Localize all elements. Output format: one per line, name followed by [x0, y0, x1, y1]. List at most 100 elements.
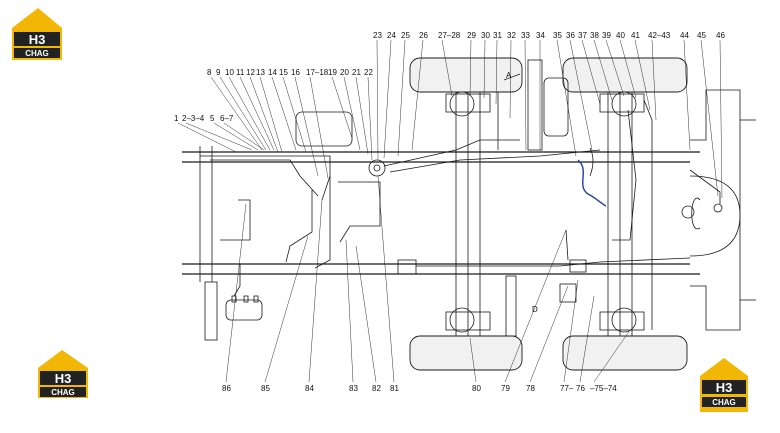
- callout-label: 24: [387, 31, 396, 40]
- leader-line: [223, 122, 265, 151]
- leader-line: [331, 76, 353, 139]
- air-tank-small: [225, 299, 263, 321]
- leader-line: [529, 285, 569, 383]
- leader-line: [343, 76, 361, 151]
- callout-label: 45: [697, 31, 706, 40]
- callout-label: 6–7: [220, 114, 234, 123]
- leader-line: [185, 122, 253, 151]
- leader-line: [619, 39, 637, 99]
- callout-label: 83: [349, 384, 358, 393]
- leader-line: [228, 76, 271, 151]
- relay-valve-a: [397, 259, 417, 275]
- brake-chamber-1a: [449, 91, 475, 117]
- relay-valve-b: [569, 259, 587, 273]
- tire-axle-2-top: [562, 57, 688, 93]
- callout-label: 12: [246, 68, 255, 77]
- callout-label: 14: [268, 68, 277, 77]
- line-trailer: [689, 169, 721, 204]
- callout-label: 85: [261, 384, 270, 393]
- callout-label: 78: [526, 384, 535, 393]
- callout-label: 9: [216, 68, 221, 77]
- logo-word: CHAG: [712, 398, 736, 407]
- callout-label: 86: [222, 384, 231, 393]
- line-front-1: [200, 155, 331, 201]
- line-rear-right: [643, 99, 653, 330]
- logo-mark: H3: [716, 380, 733, 395]
- hose-blue: [577, 159, 607, 207]
- callout-label: 41: [631, 31, 640, 40]
- tank-fitting-b: [243, 295, 249, 303]
- callout-label: 8: [207, 68, 212, 77]
- callout-label: 82: [372, 384, 381, 393]
- leader-line: [177, 122, 237, 153]
- logo-word-bg: [14, 48, 60, 58]
- callout-label: 22: [364, 68, 373, 77]
- callout-label: 34: [536, 31, 545, 40]
- line-valve-loop: [338, 181, 381, 243]
- leader-line: [483, 39, 486, 99]
- callout-label: 44: [680, 31, 689, 40]
- line-front-bracket: [220, 199, 251, 241]
- line-hose-end: [589, 147, 594, 177]
- line-to-axle-2: [389, 149, 601, 173]
- leader-line: [397, 39, 406, 157]
- logo-word-bg: [702, 397, 746, 407]
- callout-label: 77–: [560, 384, 574, 393]
- logo-word: CHAG: [51, 388, 75, 397]
- logo-bottom-right: H3 CHAG: [700, 358, 748, 412]
- line-a-marker: [503, 73, 521, 81]
- brake-chamber-2a: [611, 91, 637, 117]
- callout-label: 36: [566, 31, 575, 40]
- leader-line: [524, 39, 527, 151]
- leader-line: [569, 39, 593, 151]
- air-tank-front: [295, 111, 353, 147]
- trailer-valve: [681, 205, 695, 219]
- line-front-2: [210, 159, 319, 197]
- leader-line: [367, 76, 373, 161]
- leader-line: [264, 235, 309, 383]
- logo-mark-bg: [702, 380, 746, 394]
- callout-label: 23: [373, 31, 382, 40]
- line-bottom-long: [416, 257, 691, 267]
- axle-1: [409, 57, 523, 371]
- logo-mark: H3: [29, 32, 46, 47]
- valve-bracket: [527, 59, 543, 151]
- letter-a: A: [506, 71, 512, 80]
- leader-line: [271, 76, 297, 151]
- line-rear-inner: [612, 109, 637, 241]
- tire-axle-1-bottom: [409, 335, 523, 371]
- callout-label: 84: [305, 384, 314, 393]
- callout-label: 10: [225, 68, 234, 77]
- leader-line: [219, 76, 267, 151]
- callout-label: 5: [210, 114, 215, 123]
- line-to-axle-1: [383, 139, 520, 167]
- logo-mark: H3: [55, 371, 72, 386]
- tire-axle-2-bottom: [562, 335, 688, 371]
- leader-line: [345, 239, 354, 383]
- callout-label: 38: [590, 31, 599, 40]
- brake-chamber-1b: [449, 307, 475, 333]
- callout-label: 1: [174, 114, 179, 123]
- callout-label: 29: [467, 31, 476, 40]
- leader-line: [719, 39, 723, 199]
- chassis-frame: [182, 89, 756, 341]
- leader-line: [282, 76, 307, 153]
- line-tank-small: [233, 264, 241, 297]
- callout-label: 33: [521, 31, 530, 40]
- callout-label: 21: [352, 68, 361, 77]
- air-lines: [200, 73, 721, 330]
- leader-line: [504, 229, 567, 383]
- leader-line: [249, 76, 279, 153]
- coupling-head: [713, 203, 723, 213]
- line-front-3: [314, 176, 331, 269]
- leader-line: [259, 76, 283, 153]
- leader-line: [579, 295, 595, 383]
- leader-line: [411, 39, 424, 151]
- logo-bottom-left: H3 CHAG: [38, 350, 88, 398]
- callout-label: 31: [493, 31, 502, 40]
- callout-label: 16: [291, 68, 300, 77]
- callout-label: 39: [602, 31, 611, 40]
- callout-label: 27–28: [438, 31, 461, 40]
